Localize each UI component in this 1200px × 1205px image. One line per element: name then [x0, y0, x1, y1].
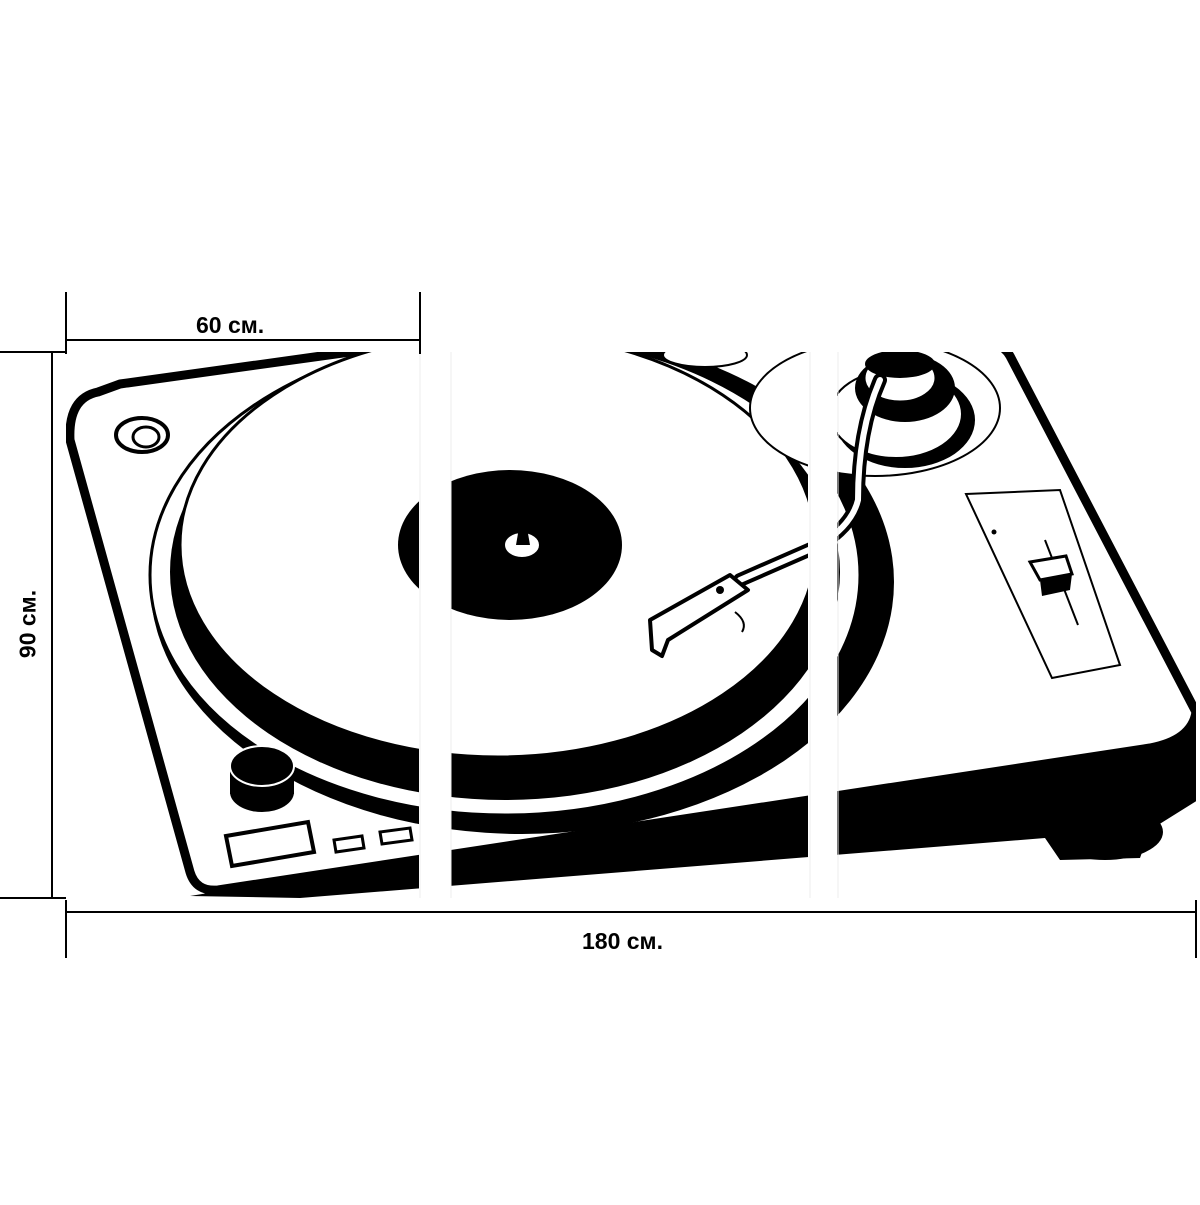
- headshell-icon: [648, 573, 750, 658]
- pitch-center-dot: [991, 529, 997, 535]
- panel-gap-2: [808, 340, 837, 910]
- strobe-light-inner: [131, 425, 161, 449]
- speed-45-button: [378, 826, 414, 846]
- total-width-label: 180 см.: [582, 928, 663, 954]
- counterweight-icon: [865, 352, 935, 378]
- pitch-knob-shadow: [1040, 574, 1072, 596]
- start-knob-top: [229, 745, 295, 787]
- height-label: 90 см.: [14, 589, 41, 659]
- headshell-finger: [734, 611, 745, 633]
- panel-gaps: [419, 340, 839, 910]
- turntable-icon: [66, 352, 1196, 898]
- power-button: [223, 819, 317, 869]
- deck-foot: [1047, 804, 1163, 860]
- spindle-pin: [516, 522, 530, 545]
- headshell-screw: [716, 586, 724, 594]
- dimension-lines: [0, 292, 1197, 958]
- target-light-icon: [662, 352, 748, 368]
- speed-33-button: [332, 834, 366, 854]
- panel-width-label: 60 см.: [196, 312, 265, 338]
- panel-gap-1: [419, 340, 451, 910]
